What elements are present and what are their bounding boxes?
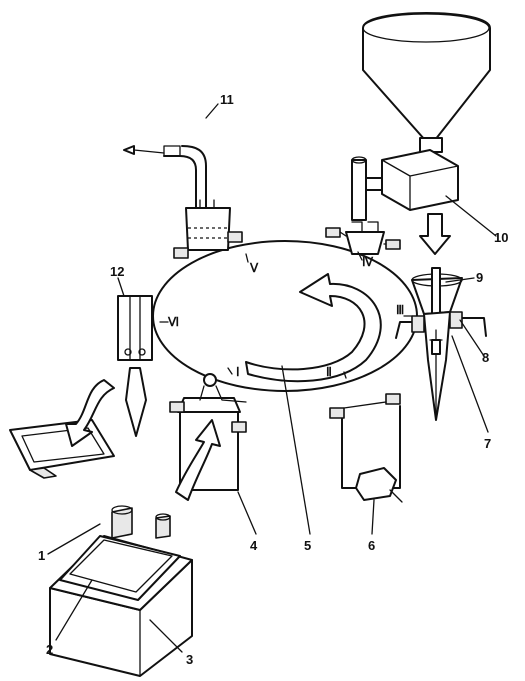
- label-9: 9: [476, 270, 483, 285]
- label-3: 3: [186, 652, 193, 667]
- label-11: 11: [220, 92, 234, 107]
- station-label-1: Ⅰ: [236, 365, 240, 379]
- station-label-5: Ⅴ: [249, 261, 259, 275]
- feed-arrow-down: [419, 213, 451, 255]
- gripper-station-2: [329, 393, 403, 503]
- funnel-assembly: [395, 267, 487, 421]
- label-10: 10: [494, 230, 508, 245]
- label-1: 1: [38, 548, 45, 563]
- station-5-fixture: [163, 145, 243, 259]
- station-label-2: Ⅱ: [326, 365, 332, 379]
- finished-pouch: [9, 419, 115, 479]
- bag-clamp-station-1: [169, 373, 247, 491]
- label-5: 5: [304, 538, 311, 553]
- sealer-station-6: [117, 295, 153, 437]
- hopper-assembly: [351, 12, 491, 221]
- rotation-arrow: [245, 273, 382, 383]
- label-2: 2: [46, 642, 53, 657]
- label-12: 12: [110, 264, 124, 279]
- bag-forming-unit: [49, 505, 193, 677]
- label-7: 7: [484, 436, 491, 451]
- infeed-arrow-up: [175, 419, 221, 501]
- filling-head-station-4: [325, 221, 401, 255]
- station-label-3: Ⅲ: [396, 303, 404, 317]
- outlet-arrow-left: [133, 149, 165, 154]
- station-ticks: [159, 251, 413, 379]
- outlet-arrowhead: [123, 145, 135, 155]
- label-4: 4: [250, 538, 258, 553]
- leader-lines: [47, 103, 497, 653]
- label-8: 8: [482, 350, 489, 365]
- label-6: 6: [368, 538, 375, 553]
- discharge-arrow: [65, 379, 115, 447]
- station-label-4: Ⅳ: [362, 255, 374, 269]
- station-label-6: Ⅵ: [167, 315, 179, 329]
